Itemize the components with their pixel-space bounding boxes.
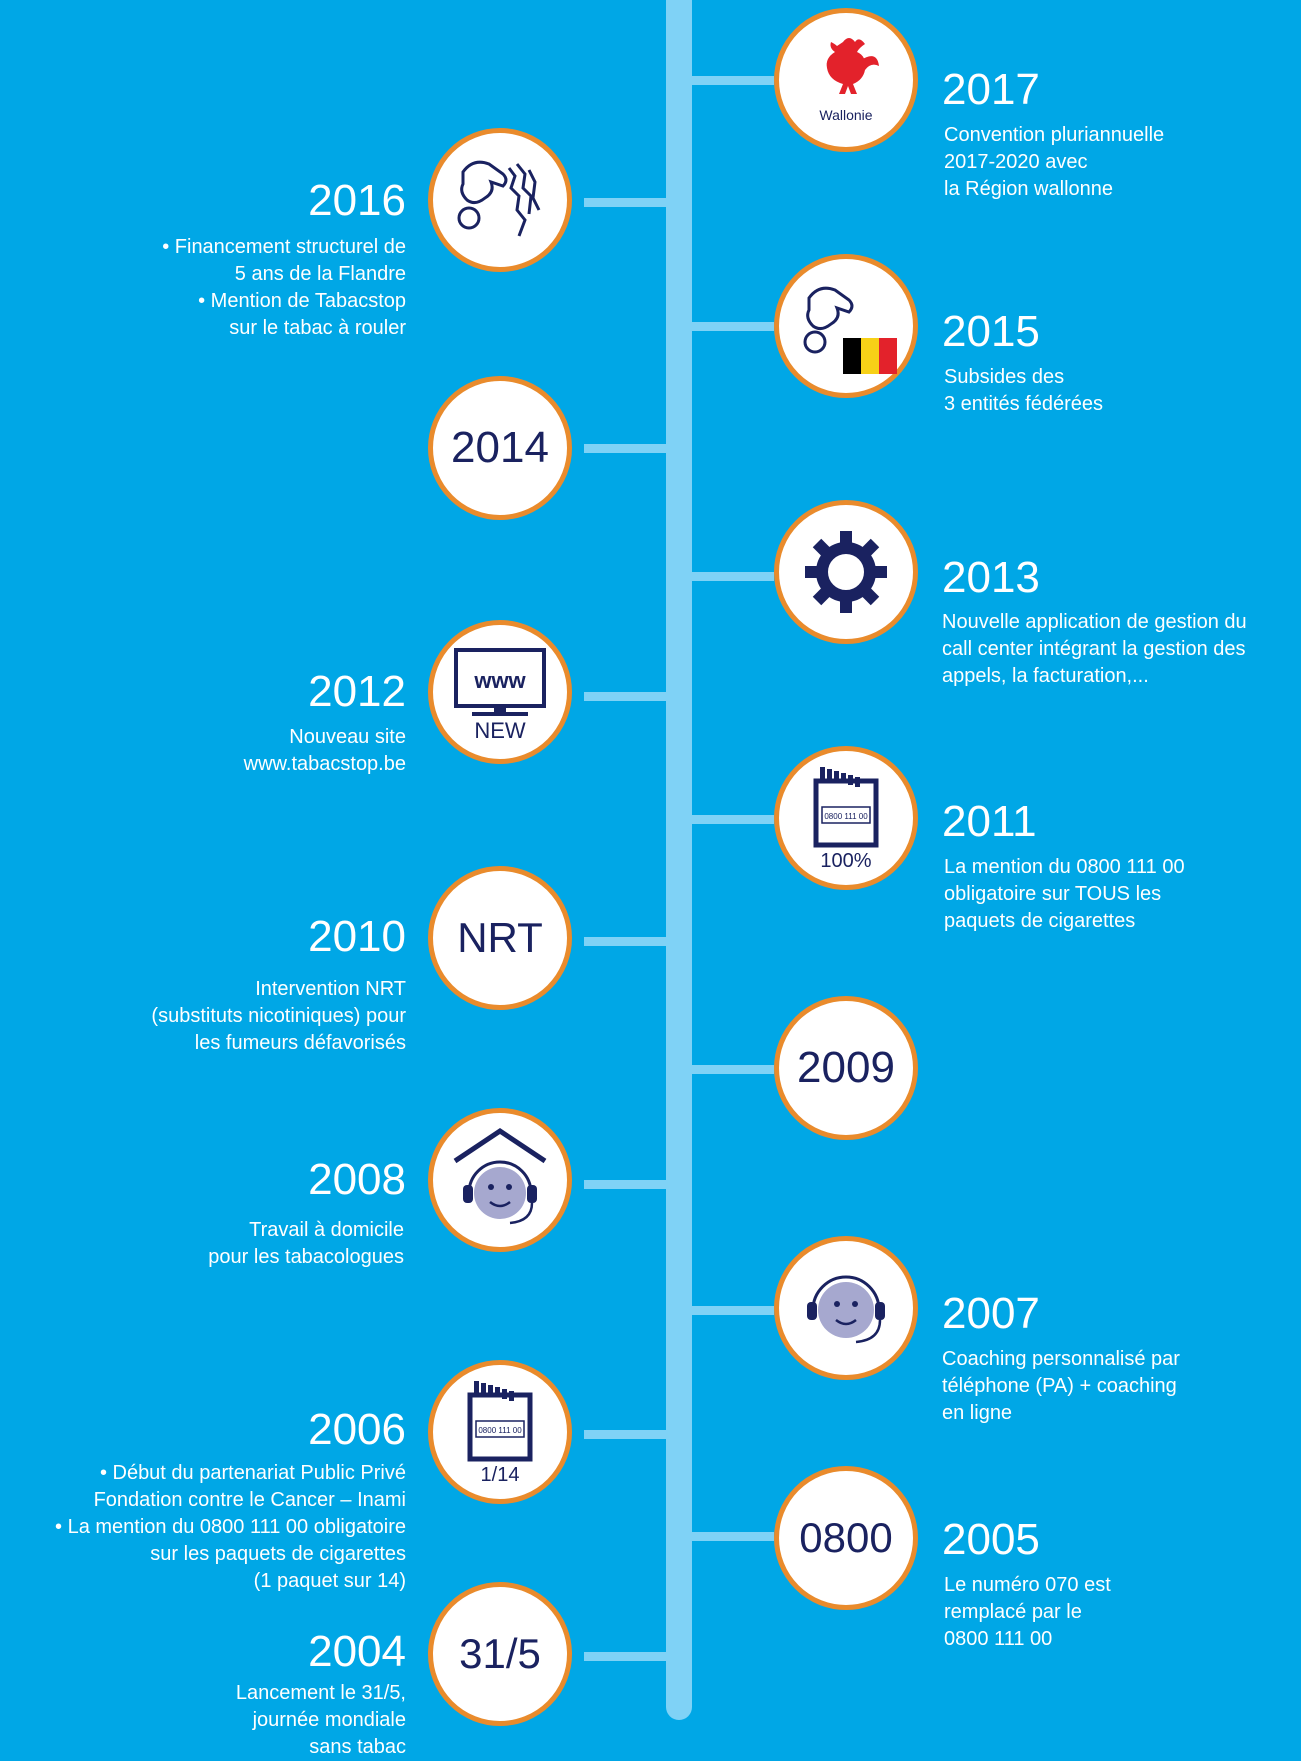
milestone-2005-circle: 0800 <box>774 1466 918 1610</box>
description-2013: Nouvelle application de gestion du call … <box>942 611 1247 687</box>
description-2005: Le numéro 070 est remplacé par le 0800 1… <box>944 1574 1111 1650</box>
description-2010: Intervention NRT (substituts nicotinique… <box>151 978 406 1054</box>
milestone-2006-circle: 0800 111 00 1/14 <box>428 1360 572 1504</box>
year-2011: 2011 <box>942 797 1037 846</box>
description-2008: Travail à domicile pour les tabacologues <box>208 1219 404 1268</box>
year-2006: 2006 <box>308 1405 406 1454</box>
timeline-spine <box>666 0 692 1720</box>
milestone-2014-circle: 2014 <box>428 376 572 520</box>
connector-2010 <box>584 937 666 946</box>
description-2012: Nouveau site www.tabacstop.be <box>243 726 406 775</box>
year-2015: 2015 <box>942 307 1040 356</box>
milestone-2016-circle <box>428 128 572 272</box>
year-2012: 2012 <box>308 667 406 716</box>
connector-2005 <box>692 1532 774 1541</box>
connector-2016 <box>584 198 666 207</box>
headset-face-icon <box>807 1275 885 1344</box>
connector-2009 <box>692 1065 774 1074</box>
connector-2015 <box>692 322 774 331</box>
connector-2004 <box>584 1652 666 1661</box>
description-2007: Coaching personnalisé par téléphone (PA)… <box>942 1348 1180 1424</box>
year-2013: 2013 <box>942 553 1040 602</box>
circle-label-2014: 2014 <box>451 423 549 472</box>
milestone-2012-circle: www NEW <box>428 620 572 764</box>
gear-icon <box>805 531 887 613</box>
connector-2012 <box>584 692 666 701</box>
description-2004: Lancement le 31/5, journée mondiale sans… <box>235 1682 406 1758</box>
circle-label-0800: 0800 <box>799 1514 893 1561</box>
milestone-2007-circle <box>774 1236 918 1380</box>
year-2004: 2004 <box>308 1627 406 1676</box>
milestone-2009-circle: 2009 <box>774 996 918 1140</box>
connector-2006 <box>584 1430 666 1439</box>
circle-label-nrt: NRT <box>457 914 543 961</box>
connector-2011 <box>692 815 774 824</box>
milestone-2015-circle <box>774 254 918 398</box>
hand-coin-belgian-flag-icon <box>803 286 897 374</box>
milestone-2004-circle: 31/5 <box>428 1582 572 1726</box>
year-2008: 2008 <box>308 1155 406 1204</box>
screen-text: www <box>473 668 526 693</box>
year-2017: 2017 <box>942 65 1040 114</box>
pack-badge: 1/14 <box>481 1464 520 1486</box>
year-2005: 2005 <box>942 1515 1040 1564</box>
pack-badge: 100% <box>820 850 871 872</box>
connector-2007 <box>692 1306 774 1315</box>
milestone-2010-circle: NRT <box>428 866 572 1010</box>
wallonie-logo-text: Wallonie <box>819 107 872 123</box>
hand-coin-flemish-lion-icon <box>457 160 541 237</box>
connector-2013 <box>692 572 774 581</box>
wallonie-rooster-logo-icon: Wallonie <box>819 38 879 123</box>
cigarette-pack-icon: 0800 111 00 100% <box>813 767 879 872</box>
description-2006: • Début du partenariat Public Privé Fond… <box>55 1462 406 1592</box>
description-2016: • Financement structurel de 5 ans de la … <box>162 236 406 339</box>
connector-2014 <box>584 444 666 453</box>
pack-number: 0800 111 00 <box>478 1426 522 1435</box>
milestone-2011-circle: 0800 111 00 100% <box>774 746 918 890</box>
headset-face-house-icon <box>453 1127 547 1225</box>
milestone-2008-circle <box>428 1108 572 1252</box>
description-2017: Convention pluriannuelle 2017-2020 avec … <box>944 124 1165 200</box>
cigarette-pack-icon: 0800 111 00 1/14 <box>467 1381 533 1486</box>
www-monitor-icon: www NEW <box>454 648 546 740</box>
year-2010: 2010 <box>308 912 406 961</box>
new-badge: NEW <box>474 718 526 740</box>
circle-label-2009: 2009 <box>797 1043 895 1092</box>
milestone-2017-circle: Wallonie <box>774 8 918 152</box>
description-2015: Subsides des 3 entités fédérées <box>944 366 1103 415</box>
description-2011: La mention du 0800 111 00 obligatoire su… <box>944 856 1185 932</box>
year-2016: 2016 <box>308 176 406 225</box>
pack-number: 0800 111 00 <box>824 812 868 821</box>
milestone-2013-circle <box>774 500 918 644</box>
connector-2017 <box>692 76 774 85</box>
circle-label-31-5: 31/5 <box>459 1630 541 1677</box>
connector-2008 <box>584 1180 666 1189</box>
year-2007: 2007 <box>942 1289 1040 1338</box>
